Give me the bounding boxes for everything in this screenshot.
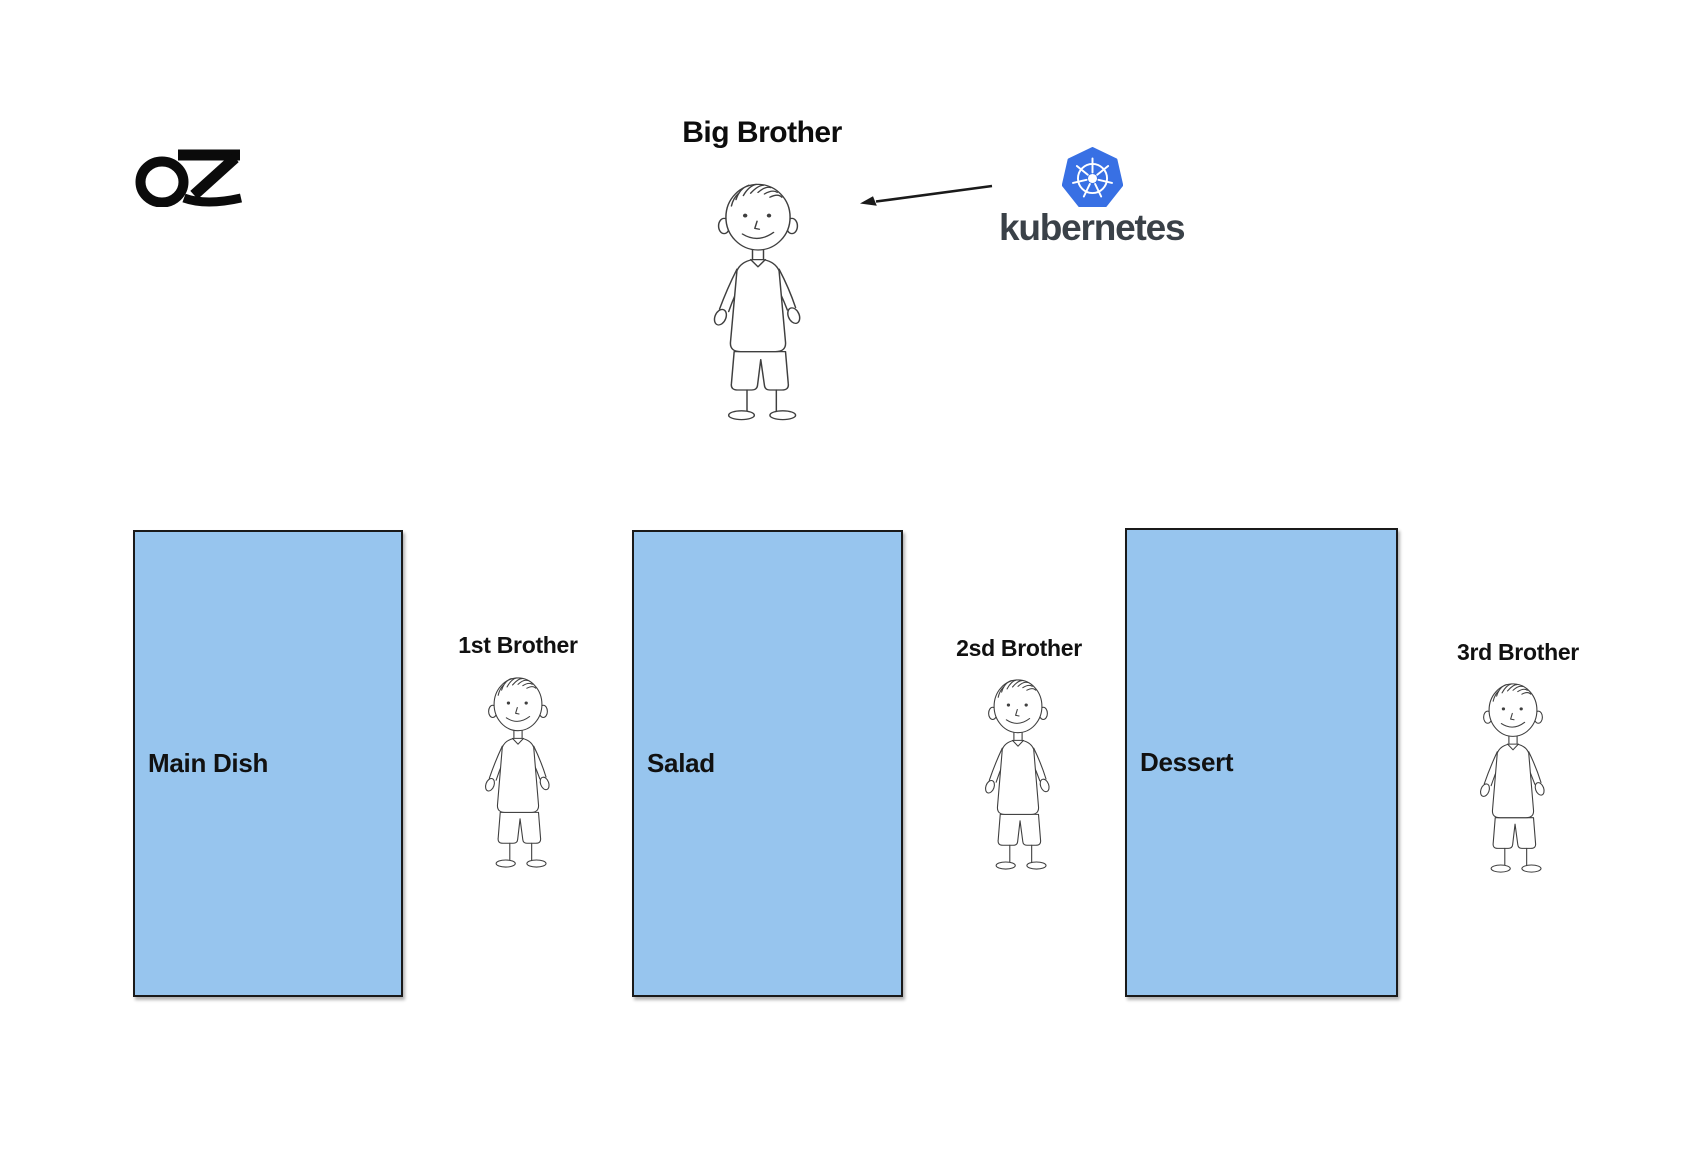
dish-box-dessert: Dessert bbox=[1125, 528, 1398, 997]
brother-3-figure bbox=[1472, 682, 1554, 874]
kubernetes-wordmark: kubernetes bbox=[999, 207, 1186, 248]
oz-logo bbox=[135, 149, 243, 207]
brother-1-label: 1st Brother bbox=[458, 632, 578, 658]
dish-box-main-dish: Main Dish bbox=[133, 530, 403, 997]
brother-2-label: 2sd Brother bbox=[956, 635, 1082, 661]
brother-3-label: 3rd Brother bbox=[1457, 639, 1579, 665]
dish-box-salad: Salad bbox=[632, 530, 903, 997]
brother-2-figure bbox=[977, 678, 1059, 871]
kubernetes-logo-icon bbox=[1062, 147, 1123, 208]
brother-1-figure bbox=[477, 676, 559, 869]
big-brother-figure bbox=[703, 182, 813, 422]
dish-label-dessert: Dessert bbox=[1140, 747, 1234, 777]
big-brother-title: Big Brother bbox=[682, 116, 842, 149]
dish-label-main-dish: Main Dish bbox=[148, 748, 269, 778]
dish-label-salad: Salad bbox=[647, 748, 715, 778]
kubernetes-arrow-icon bbox=[860, 184, 993, 206]
